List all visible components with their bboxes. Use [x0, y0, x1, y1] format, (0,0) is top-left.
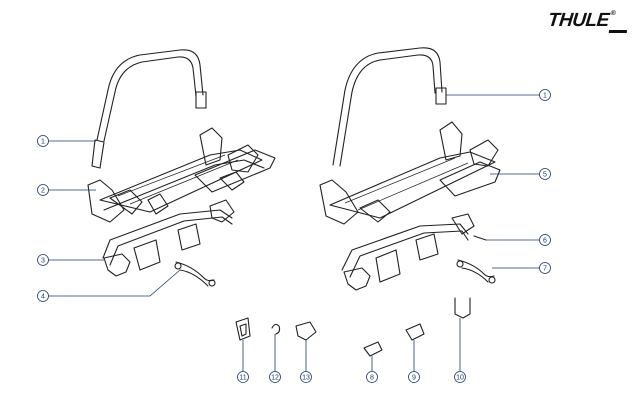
part-13	[295, 321, 317, 341]
left-platform	[87, 127, 276, 223]
callout-c7: 7	[492, 262, 551, 274]
part-9	[405, 323, 425, 341]
svg-text:1: 1	[543, 93, 547, 100]
svg-text:8: 8	[370, 375, 374, 382]
right-frame-arch	[332, 47, 447, 167]
callout-c5: 5	[490, 168, 551, 180]
svg-text:9: 9	[412, 375, 416, 382]
svg-text:6: 6	[543, 238, 547, 245]
svg-text:1: 1	[41, 139, 45, 146]
callout-c8: 8	[366, 356, 378, 383]
part-10	[454, 297, 471, 319]
part-11	[235, 317, 251, 341]
svg-text:7: 7	[543, 266, 547, 273]
svg-text:11: 11	[239, 375, 246, 382]
callout-c11: 11	[237, 340, 249, 383]
svg-text:2: 2	[41, 188, 45, 195]
svg-text:5: 5	[543, 172, 547, 179]
left-base-frame	[102, 199, 235, 277]
callout-c2: 2	[37, 184, 96, 196]
part-8	[363, 341, 383, 357]
svg-text:10: 10	[456, 375, 464, 382]
callout-c10: 10	[454, 318, 466, 383]
left-frame-arch	[91, 49, 207, 169]
svg-text:4: 4	[41, 294, 45, 301]
left-assembly	[87, 49, 276, 287]
right-strap	[456, 259, 496, 284]
callout-c1b: 1	[446, 89, 551, 101]
callout-c1a: 1	[37, 135, 96, 147]
callout-c12: 12	[269, 334, 281, 383]
callout-c9: 9	[408, 340, 420, 383]
loose-parts	[235, 297, 471, 357]
part-12	[271, 323, 281, 335]
callout-c4: 4	[37, 269, 181, 302]
svg-text:13: 13	[302, 375, 310, 382]
right-platform	[319, 121, 501, 225]
callout-c13: 13	[300, 340, 312, 383]
right-base-frame	[341, 213, 487, 291]
svg-text:3: 3	[41, 258, 45, 265]
right-assembly	[319, 47, 501, 291]
left-strap	[174, 261, 216, 287]
svg-text:12: 12	[271, 375, 279, 382]
callout-c3: 3	[37, 254, 104, 266]
callout-c6: 6	[486, 234, 551, 246]
